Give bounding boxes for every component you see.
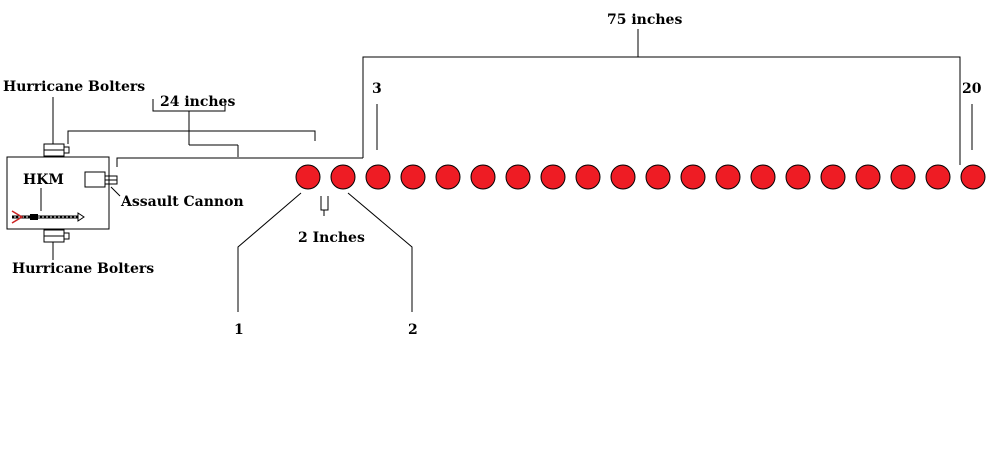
target-marker-3 [365, 164, 391, 190]
target-marker-10 [610, 164, 636, 190]
marker-2-leader [347, 192, 413, 312]
target-marker-14 [750, 164, 776, 190]
vehicle-body [6, 156, 110, 230]
range-75-bracket [362, 29, 961, 165]
target-marker-1 [295, 164, 321, 190]
target-marker-6 [470, 164, 496, 190]
marker-20-label: 20 [962, 81, 982, 97]
range-75-label: 75 inches [607, 12, 682, 28]
hkm-label: HKM [23, 172, 64, 188]
range-24-label: 24 inches [160, 94, 235, 110]
target-marker-16 [820, 164, 846, 190]
hkm-missile-icon [11, 210, 85, 224]
marker-2-label: 2 [408, 322, 418, 338]
target-markers [295, 164, 986, 190]
assault-cannon-leader [110, 186, 121, 197]
marker-1-label: 1 [234, 322, 244, 338]
range-24-bracket [67, 99, 363, 167]
marker-1-leader [237, 192, 302, 312]
target-marker-18 [890, 164, 916, 190]
hurricane-bolter-bottom [43, 229, 70, 243]
gap-2-bracket [320, 196, 329, 211]
target-marker-8 [540, 164, 566, 190]
target-marker-5 [435, 164, 461, 190]
marker-3-label: 3 [372, 81, 382, 97]
target-marker-20 [960, 164, 986, 190]
gap-2-label: 2 Inches [298, 230, 365, 246]
target-marker-7 [505, 164, 531, 190]
target-marker-17 [855, 164, 881, 190]
hurricane-bolter-top [43, 143, 70, 157]
target-marker-11 [645, 164, 671, 190]
target-marker-4 [400, 164, 426, 190]
assault-cannon-label: Assault Cannon [120, 194, 244, 210]
hurricane-bolters-bottom-label: Hurricane Bolters [12, 261, 154, 277]
target-marker-9 [575, 164, 601, 190]
target-marker-2 [330, 164, 356, 190]
assault-cannon [84, 171, 118, 188]
target-marker-19 [925, 164, 951, 190]
hurricane-bolters-top-label: Hurricane Bolters [3, 79, 145, 95]
target-marker-12 [680, 164, 706, 190]
target-marker-15 [785, 164, 811, 190]
target-marker-13 [715, 164, 741, 190]
